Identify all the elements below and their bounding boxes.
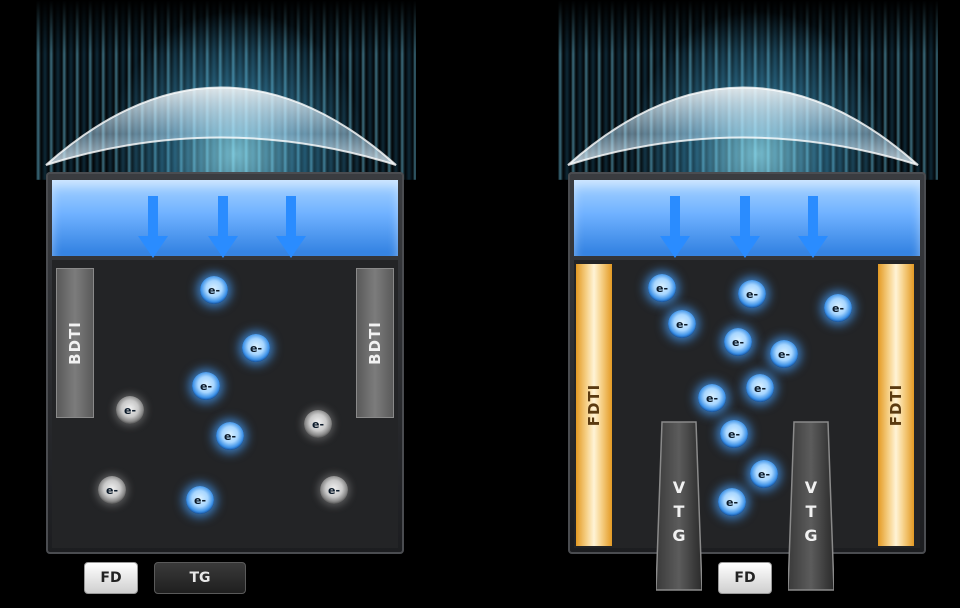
vtg-gate-right	[788, 421, 834, 591]
electron: e-	[824, 294, 852, 322]
electron: e-	[724, 328, 752, 356]
electron: e-	[738, 280, 766, 308]
vtg-letter: G	[672, 526, 686, 545]
vtg-gate-left	[656, 421, 702, 591]
electron: e-	[186, 486, 214, 514]
vtg-letter: V	[672, 478, 686, 497]
bdti-label: BDTI	[366, 321, 384, 365]
electron-gray: e-	[116, 396, 144, 424]
bdti-left: BDTI	[56, 268, 94, 418]
photodiode-region	[52, 260, 398, 548]
bdti-label: BDTI	[66, 321, 84, 365]
vtg-letter: T	[805, 502, 817, 521]
electron: e-	[200, 276, 228, 304]
right-pixel: FDTI FDTI V T G	[558, 0, 938, 600]
vtg-label-right: V T G	[788, 476, 834, 548]
electron: e-	[192, 372, 220, 400]
down-arrow-icon	[798, 196, 828, 258]
fd-tag: FD	[84, 562, 138, 594]
electron: e-	[242, 334, 270, 362]
electron: e-	[698, 384, 726, 412]
down-arrow-icon	[208, 196, 238, 258]
down-arrow-icon	[730, 196, 760, 258]
fdti-right: FDTI	[878, 264, 914, 546]
fdti-left: FDTI	[576, 264, 612, 546]
pixel-body: BDTI BDTI e- e- e- e- e- e- e- e- e-	[46, 172, 404, 554]
microlens-icon	[567, 86, 919, 166]
electron-gray: e-	[320, 476, 348, 504]
electron-gray: e-	[304, 410, 332, 438]
fdti-label: FDTI	[585, 383, 603, 427]
down-arrow-icon	[660, 196, 690, 258]
electron-gray: e-	[98, 476, 126, 504]
electron: e-	[648, 274, 676, 302]
down-arrow-icon	[276, 196, 306, 258]
vtg-letter: T	[673, 502, 685, 521]
electron: e-	[718, 488, 746, 516]
vtg-label-left: V T G	[656, 476, 702, 548]
electron: e-	[216, 422, 244, 450]
vtg-letter: G	[804, 526, 818, 545]
down-arrow-icon	[138, 196, 168, 258]
microlens-icon	[45, 86, 397, 166]
pixel-body: FDTI FDTI V T G	[568, 172, 926, 591]
fd-tag: FD	[718, 562, 772, 594]
fdti-label: FDTI	[887, 383, 905, 427]
electron: e-	[770, 340, 798, 368]
bdti-right: BDTI	[356, 268, 394, 418]
electron: e-	[746, 374, 774, 402]
left-pixel: BDTI BDTI e- e- e- e- e- e- e- e- e- FD …	[36, 0, 416, 600]
vtg-letter: V	[804, 478, 818, 497]
electron: e-	[668, 310, 696, 338]
electron: e-	[750, 460, 778, 488]
electron: e-	[720, 420, 748, 448]
photodiode-region	[574, 260, 920, 548]
tg-tag: TG	[154, 562, 246, 594]
